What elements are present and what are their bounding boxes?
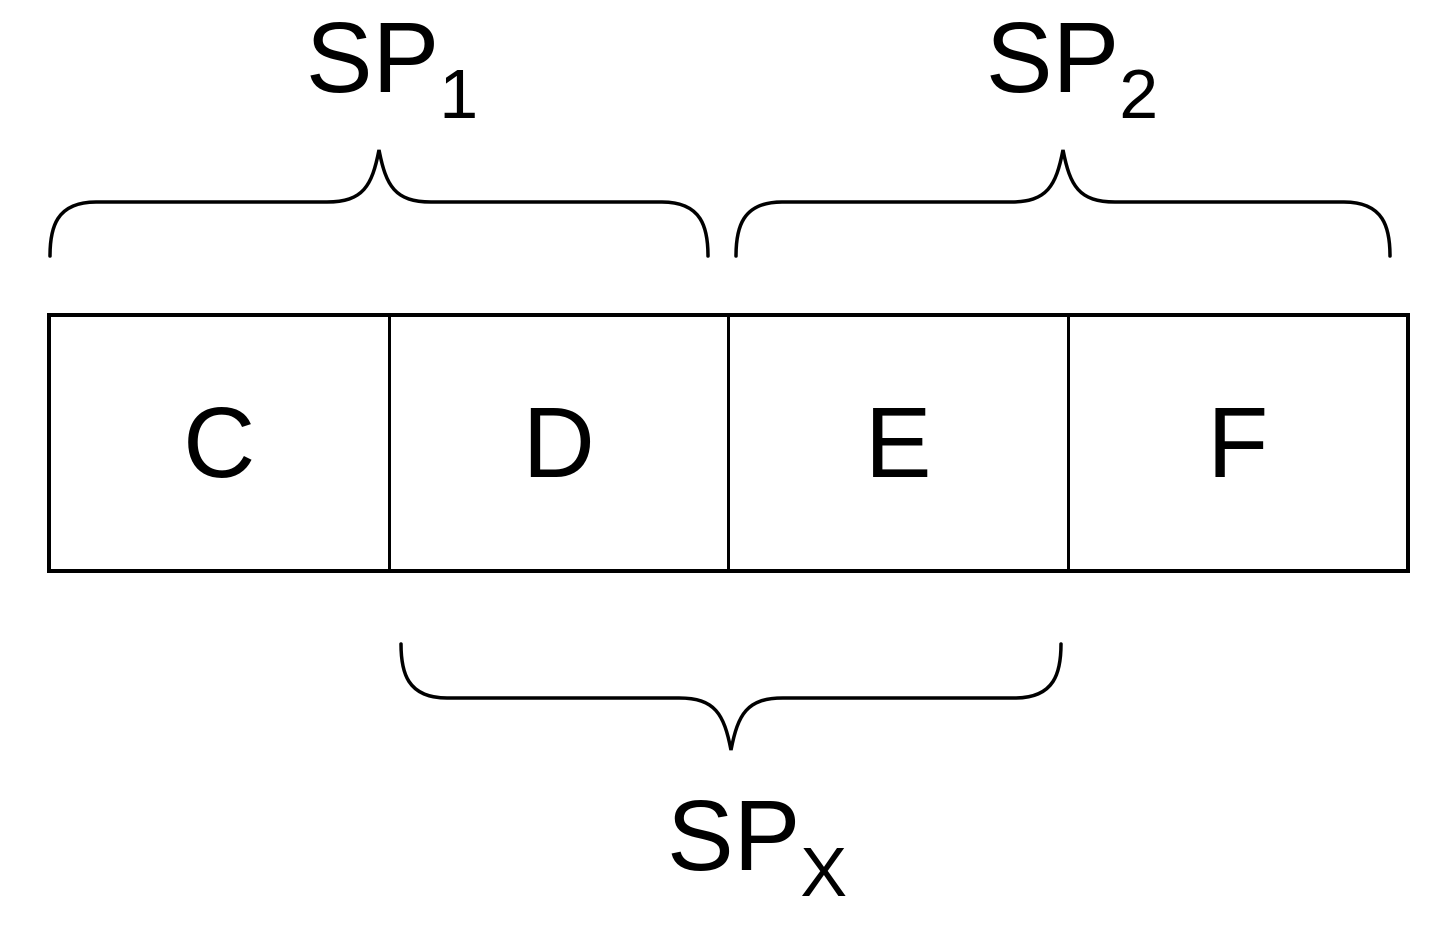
cell-c: C <box>51 317 388 569</box>
cell-f-label: F <box>1207 387 1269 499</box>
label-spx-subscript: X <box>800 833 848 911</box>
spx-brace-icon <box>399 642 1063 751</box>
label-sp2-subscript: 2 <box>1119 55 1159 133</box>
sp2-brace-icon <box>734 149 1392 258</box>
cell-c-label: C <box>183 387 256 499</box>
label-sp1: SP1 <box>306 8 478 129</box>
label-sp2-base: SP <box>985 2 1120 114</box>
label-spx: SPX <box>667 786 847 907</box>
label-spx-base: SP <box>666 780 801 892</box>
label-sp1-base: SP <box>305 2 440 114</box>
cell-e-label: E <box>864 387 932 499</box>
sp1-brace-icon <box>48 149 710 258</box>
cell-e: E <box>727 317 1067 569</box>
cell-row: C D E F <box>47 313 1410 573</box>
label-sp2: SP2 <box>986 8 1158 129</box>
cell-d: D <box>387 317 728 569</box>
cell-d-label: D <box>522 387 595 499</box>
label-sp1-subscript: 1 <box>439 55 479 133</box>
cell-f: F <box>1066 317 1407 569</box>
